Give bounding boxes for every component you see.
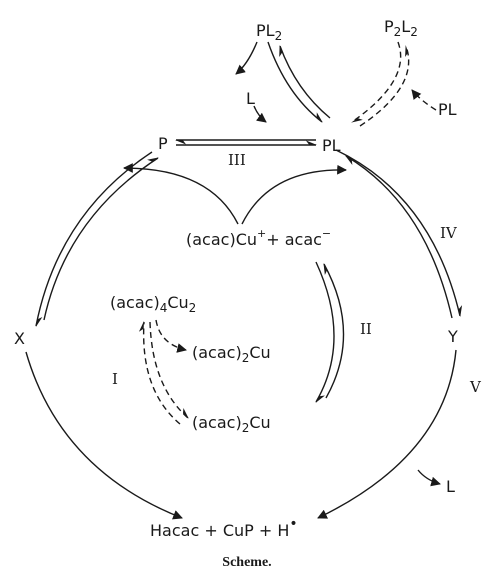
arrow-y-to-pl-inner — [345, 155, 453, 319]
arrow-center-to-pl — [241, 164, 347, 225]
species-acac2cu-lower: (acac)2Cu — [192, 413, 271, 435]
arrow-l-to-equilibrium — [253, 105, 267, 123]
pathway-i: I — [112, 370, 118, 388]
pathway-ii: II — [360, 320, 372, 338]
species-cu-complex: (acac)Cu++ acac− — [186, 227, 331, 249]
arrow-center-to-p — [123, 163, 239, 225]
species-p2l2: P2L2 — [384, 17, 418, 39]
arrow-pl-to-y-outer — [335, 149, 463, 318]
arrow-ii-down — [315, 261, 335, 403]
arrow-i-up — [138, 320, 181, 425]
arrow-pl-to-p2l2 — [359, 44, 410, 127]
arrow-ii-up — [323, 263, 345, 399]
arrow-to-l-right — [417, 469, 441, 487]
species-pl-dash: PL — [438, 100, 457, 119]
arrow-x-to-p-inner — [43, 157, 159, 321]
species-pl: PL — [322, 136, 341, 155]
species-x: X — [14, 329, 25, 348]
arrow-x-to-products — [25, 351, 183, 520]
species-products: Hacac + CuP + H• — [150, 516, 298, 540]
species-l-right: L — [446, 477, 455, 496]
species-l-top: L — [246, 89, 255, 108]
species-acac4cu2: (acac)4Cu2 — [110, 293, 196, 315]
species-pl2: PL2 — [256, 21, 282, 43]
species-acac2cu-upper: (acac)2Cu — [192, 343, 271, 365]
pathway-iv: IV — [440, 224, 458, 242]
arrow-pl-dashed — [411, 89, 437, 111]
arrow-pl2-to-pl — [267, 41, 323, 123]
arrow-p-to-x-outer — [35, 151, 153, 328]
arrow-pl-to-pl2 — [279, 44, 331, 119]
arrow-i-to-acac2cu-upper — [155, 319, 187, 353]
pathway-v: V — [469, 378, 482, 396]
arrow-p2l2-to-pl — [351, 41, 402, 123]
species-y: Y — [447, 327, 458, 346]
arrow-i-down — [149, 321, 189, 419]
pathway-iii: III — [228, 151, 246, 169]
species-p: P — [158, 134, 168, 153]
arrow-y-to-products — [317, 349, 457, 519]
scheme-caption: Scheme. — [222, 555, 271, 570]
arrow-pl2-to-l — [235, 41, 258, 75]
